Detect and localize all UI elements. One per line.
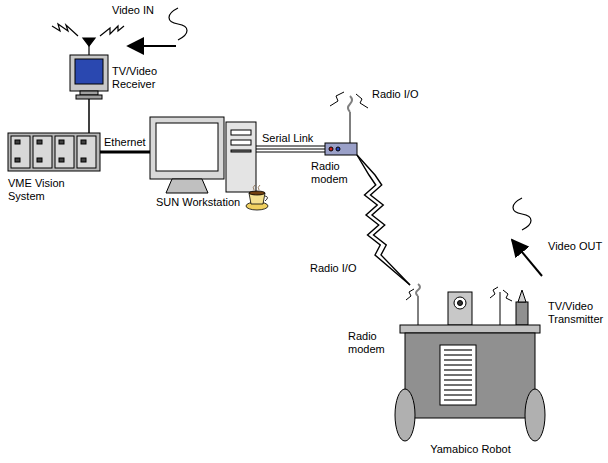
vent-stripe — [444, 389, 472, 391]
vent-stripe — [444, 399, 472, 401]
node-label: VME Vision System — [8, 177, 74, 203]
vent-stripe — [444, 394, 472, 396]
part-label: TV/Video Transmitter — [548, 300, 606, 326]
connector — [357, 155, 410, 285]
node-label: TV/Video Receiver — [112, 65, 174, 91]
receiver-node: TV/Video Receiver — [70, 55, 108, 99]
vent-stripe — [444, 369, 472, 371]
video-out-signal — [512, 198, 542, 276]
vent-stripe — [444, 359, 472, 361]
vme-rack-icon — [8, 133, 100, 171]
connector-line — [100, 151, 150, 154]
robot-illustration — [395, 284, 545, 441]
vent-stripe — [444, 364, 472, 366]
connector — [89, 99, 90, 133]
part-label: Radio modem — [348, 330, 394, 356]
radio-modem-icon — [325, 92, 368, 155]
connector-line — [357, 155, 410, 285]
vent-stripe — [444, 379, 472, 381]
vent-stripe — [444, 374, 472, 376]
coffee-cup — [246, 185, 268, 210]
workstation-icon — [150, 117, 256, 193]
connector-line — [88, 99, 90, 133]
vent-stripe — [444, 354, 472, 356]
connection-label: Serial Link — [262, 132, 313, 145]
node-label: Yamabico Robot — [430, 443, 511, 456]
radio-label: Radio I/O — [372, 88, 418, 101]
signal-label: Video OUT — [548, 240, 606, 253]
connector — [100, 152, 150, 153]
connector-line — [256, 145, 325, 146]
signal-label: Video IN — [112, 4, 154, 17]
robot-node: Yamabico Robot — [398, 285, 543, 442]
vme-node: VME Vision System — [8, 133, 100, 171]
connection-label: Ethernet — [104, 136, 146, 149]
node-label: SUN Workstation — [156, 196, 240, 209]
vent-stripe — [444, 384, 472, 386]
vent-stripe — [444, 349, 472, 351]
radio-label: Radio I/O — [310, 262, 356, 275]
node-label: Radio modem — [311, 160, 357, 186]
connector-line — [256, 148, 325, 149]
tv-receiver-icon — [70, 55, 108, 99]
radio-modem-node: Radio modem — [325, 143, 357, 155]
connector-line — [256, 151, 325, 152]
connector — [256, 146, 325, 152]
connector-line — [357, 155, 410, 285]
workstation-node: SUN Workstation — [150, 117, 256, 193]
